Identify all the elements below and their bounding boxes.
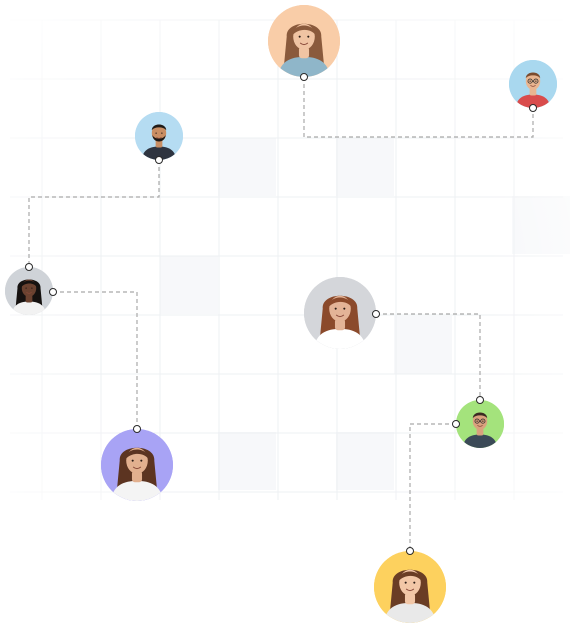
connection-handle[interactable] [372,310,380,318]
person-portrait-icon [304,277,376,349]
connection-handle[interactable] [300,73,308,81]
connection-handle[interactable] [529,104,537,112]
person-portrait-icon [456,400,504,448]
person-portrait-icon [101,429,173,501]
connection-handle[interactable] [133,425,141,433]
person-portrait-icon [374,551,446,623]
person-portrait-icon [268,5,340,77]
avatar-man-glasses-denim[interactable] [509,60,557,108]
person-portrait-icon [509,60,557,108]
avatar-man-glasses-green[interactable] [456,400,504,448]
avatar-woman-purple[interactable] [101,429,173,501]
person-portrait-icon [5,267,53,315]
avatar-woman-braids-gray[interactable] [5,267,53,315]
person-portrait-icon [135,112,183,160]
connection-handle[interactable] [476,396,484,404]
connection-handle[interactable] [452,420,460,428]
connection-handle[interactable] [49,288,57,296]
avatar-woman-yellow[interactable] [374,551,446,623]
avatar-man-beard-blue[interactable] [135,112,183,160]
avatar-woman-peach[interactable] [268,5,340,77]
connection-handle[interactable] [155,156,163,164]
connection-handle[interactable] [25,263,33,271]
avatar-woman-curly-gray[interactable] [304,277,376,349]
connection-handle[interactable] [406,547,414,555]
